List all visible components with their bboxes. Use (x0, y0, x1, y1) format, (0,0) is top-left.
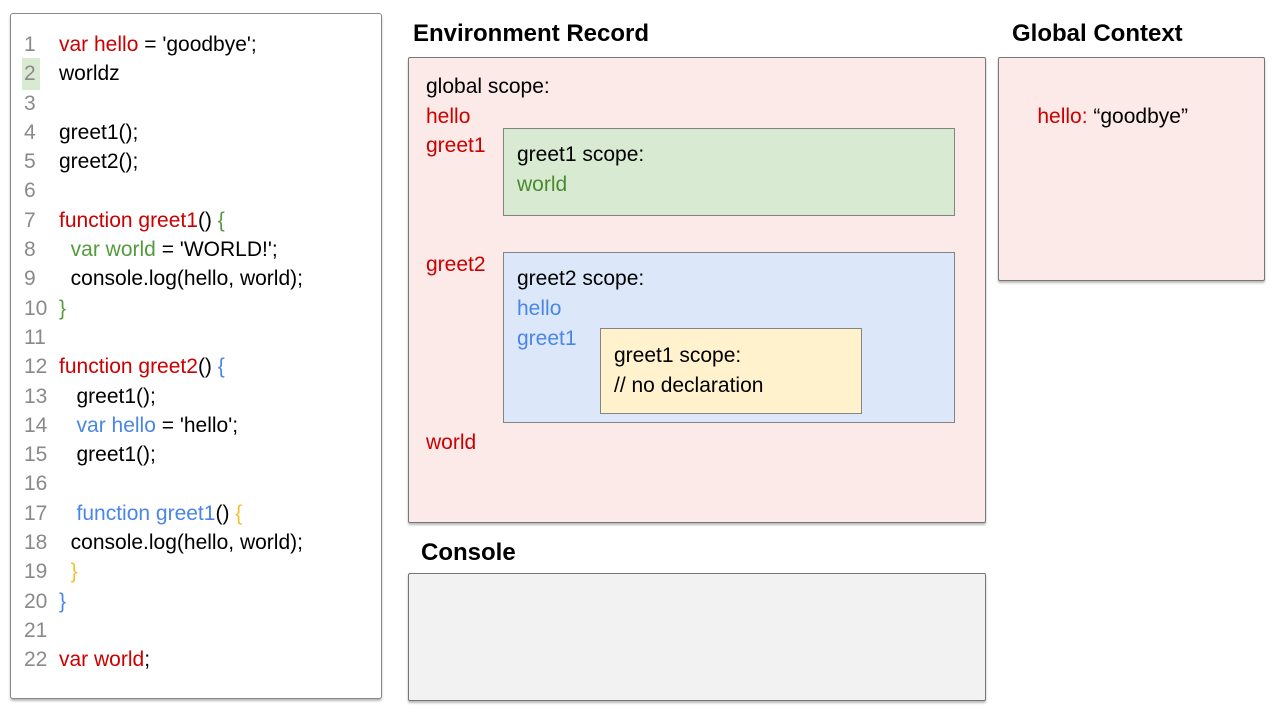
console-title: Console (421, 539, 516, 566)
code-line: 7 function greet1() { (11, 206, 381, 235)
code-line: 9 console.log(hello, world); (11, 264, 381, 293)
code-text: console.log(hello, world); (59, 531, 303, 555)
code-line: 16 (11, 469, 381, 498)
greet2-scope-label: greet2 scope: (517, 267, 645, 290)
code-text: greet1(); (59, 120, 139, 144)
code-line: 6 (11, 176, 381, 205)
global-context-binding: hello: “goodbye” (1014, 72, 1188, 162)
code-line: 13 greet1(); (11, 382, 381, 411)
global-var-hello: hello (426, 105, 471, 128)
code-text: } (59, 589, 67, 613)
line-number: 14 (24, 413, 48, 437)
code-text: function greet1() { (59, 208, 225, 232)
global-var-world: world (426, 431, 477, 454)
line-number: 20 (24, 589, 48, 613)
greet2-scope-box: greet2 scope: hello greet1 greet1 scope:… (503, 252, 955, 423)
code-line: 12 function greet2() { (11, 352, 381, 381)
line-number: 8 (24, 238, 36, 262)
line-number: 22 (24, 648, 48, 672)
line-number: 16 (24, 472, 48, 496)
line-number: 12 (24, 355, 48, 379)
code-line: 3 (11, 89, 381, 118)
code-line: 5 greet2(); (11, 147, 381, 176)
line-number: 15 (24, 443, 48, 467)
code-line: 18 console.log(hello, world); (11, 528, 381, 557)
code-text: function greet1() { (76, 501, 243, 525)
code-text: function greet2() { (59, 355, 225, 379)
code-text: console.log(hello, world); (59, 267, 303, 291)
line-number: 1 (24, 33, 36, 56)
greet2-scope-var-greet1: greet1 (517, 327, 577, 350)
line-number: 11 (24, 325, 46, 349)
global-var-greet1: greet1 (426, 134, 486, 157)
console-output-box (408, 573, 986, 701)
greet1-scope-box: greet1 scope: world (503, 128, 955, 216)
code-line: 1 var hello = 'goodbye'; (11, 30, 381, 59)
code-line: 8 var world = 'WORLD!'; (11, 235, 381, 264)
line-number: 17 (24, 501, 48, 525)
global-var-greet2: greet2 (426, 253, 486, 276)
line-number: 3 (24, 91, 36, 115)
code-text: var hello = 'hello'; (76, 413, 239, 437)
line-number-highlighted: 2 (22, 58, 59, 90)
code-line: 19 } (11, 557, 381, 586)
code-line: 10} (11, 294, 381, 323)
line-number: 9 (24, 267, 36, 291)
line-number: 21 (24, 618, 48, 642)
greet2-scope-var-hello: hello (517, 297, 562, 320)
nested-greet1-scope-comment: // no declaration (614, 374, 764, 397)
code-line: 22 var world; (11, 645, 381, 674)
code-text: worldz (59, 62, 120, 86)
code-text: greet1(); (59, 443, 156, 467)
environment-record-box: global scope: hello greet1 greet2 world … (408, 57, 986, 523)
global-context-box: hello: “goodbye” (998, 57, 1265, 281)
code-line: 21 (11, 616, 381, 645)
code-text: var hello = 'goodbye'; (59, 33, 257, 56)
global-scope-label: global scope: (426, 75, 550, 98)
binding-name: hello: (1037, 105, 1088, 128)
code-text: var world = 'WORLD!'; (70, 238, 278, 262)
binding-value: “goodbye” (1087, 105, 1188, 128)
code-text: } (70, 560, 78, 584)
code-text: greet1(); (59, 384, 156, 408)
code-text: } (59, 296, 67, 320)
code-line: 17 function greet1() { (11, 499, 381, 528)
greet1-scope-label: greet1 scope: (517, 143, 645, 166)
line-number: 5 (24, 150, 36, 174)
line-number: 4 (24, 120, 36, 144)
code-line: 20} (11, 587, 381, 616)
nested-greet1-scope-box: greet1 scope: // no declaration (600, 328, 862, 414)
code-text: greet2(); (59, 150, 139, 174)
nested-greet1-scope-label: greet1 scope: (614, 344, 742, 367)
code-line: 15 greet1(); (11, 440, 381, 469)
environment-record-title: Environment Record (413, 20, 650, 47)
line-number: 19 (24, 560, 48, 584)
line-number: 6 (24, 179, 36, 203)
line-number: 13 (24, 384, 48, 408)
line-number: 10 (24, 296, 48, 320)
global-context-title: Global Context (1012, 20, 1183, 47)
greet1-scope-var-world: world (517, 173, 568, 196)
code-line: 14 var hello = 'hello'; (11, 411, 381, 440)
code-line: 4 greet1(); (11, 118, 381, 147)
code-line: 11 (11, 323, 381, 352)
line-number: 7 (24, 208, 36, 232)
code-text: var world; (59, 648, 151, 672)
line-number: 18 (24, 531, 48, 555)
